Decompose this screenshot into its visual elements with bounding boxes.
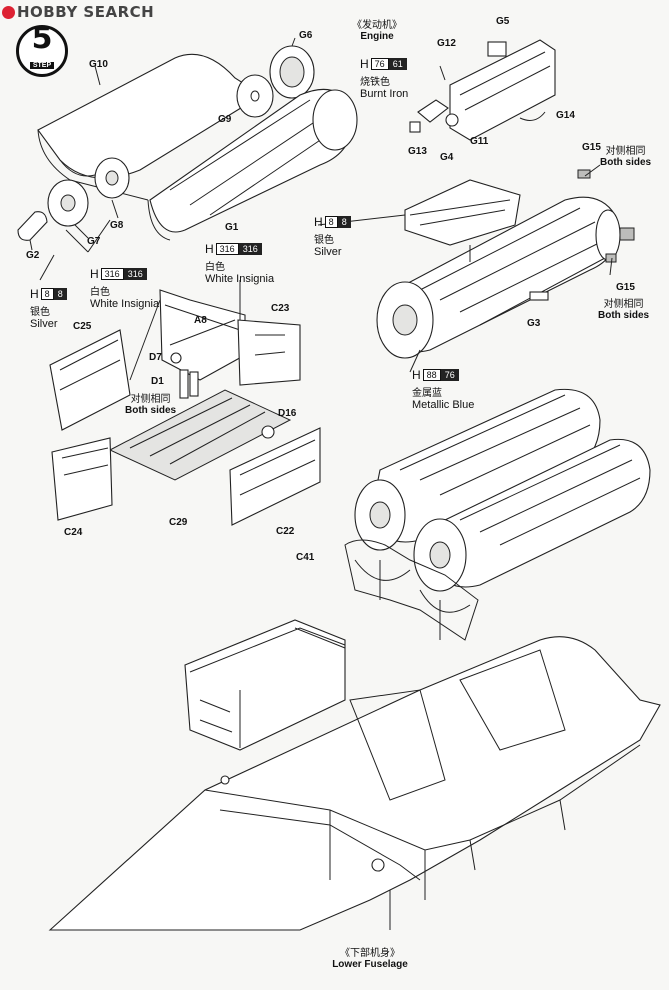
part-label-d7: D7 [149,352,162,363]
part-label-a8: A8 [194,315,207,326]
part-label-g5: G5 [496,16,510,27]
part-label-g8: G8 [110,220,124,231]
part-label-c22: C22 [276,526,295,537]
part-label-c24: C24 [64,527,83,538]
engine-title: 《发动机》 Engine [345,16,409,42]
part-label-g10: G10 [89,59,108,70]
part-label-g15-top: G15 [582,142,601,153]
part-label-g11: G11 [470,136,489,147]
g9-disc-drawing [236,74,274,118]
part-label-d16: D16 [278,408,297,419]
lower-fuselage-title-cn: 《下部机身》 [340,948,400,959]
lower-fuselage-title-en: Lower Fuselage [332,959,408,970]
gearbox-group-drawing [409,39,556,141]
lower-fuselage-title: 《下部机身》 Lower Fuselage [330,944,410,970]
hobby-search-logo-icon [2,6,15,19]
lower-fuselage-drawing [48,636,661,931]
part-label-g15-bottom: G15 [616,282,635,293]
engine-title-en: Engine [360,31,394,42]
part-label-c23: C23 [271,303,290,314]
part-label-g4: G4 [440,152,454,163]
g6-fan-drawing [269,37,315,99]
part-label-g13: G13 [408,146,427,157]
part-label-c41: C41 [296,552,315,563]
part-label-g1: G1 [225,222,239,233]
site-watermark: HOBBY SEARCH [2,3,154,21]
note-both-sides-g15-bottom: 对侧相同 Both sides [598,299,650,321]
part-label-c25: C25 [73,321,92,332]
note-both-sides-d1: 对侧相同 Both sides [125,394,177,416]
step-number: 5 [31,21,53,56]
c-parts-assembly-drawing [49,289,321,526]
part-label-g9: G9 [218,114,232,125]
part-label-g7: G7 [87,236,101,247]
part-label-d1: D1 [151,376,164,387]
right-engine-drawing [376,169,635,359]
engine-title-cn: 《发动机》 [352,20,402,31]
step-label: STEP [29,62,55,69]
g1-engine-drawing [147,88,358,241]
part-label-g2: G2 [26,250,40,261]
part-label-g12: G12 [437,38,456,49]
c41-rings-drawing [344,539,479,641]
g8-g7-g2-drawing [17,157,130,251]
step-badge: 5 STEP [16,21,68,77]
part-label-g6: G6 [299,30,313,41]
part-label-g3: G3 [527,318,541,329]
equipment-box-drawing [184,619,346,751]
note-both-sides-g15-top: 对侧相同 Both sides [600,146,652,168]
part-label-c29: C29 [169,517,188,528]
part-label-g14: G14 [556,110,575,121]
twin-engines-drawing [354,388,651,592]
